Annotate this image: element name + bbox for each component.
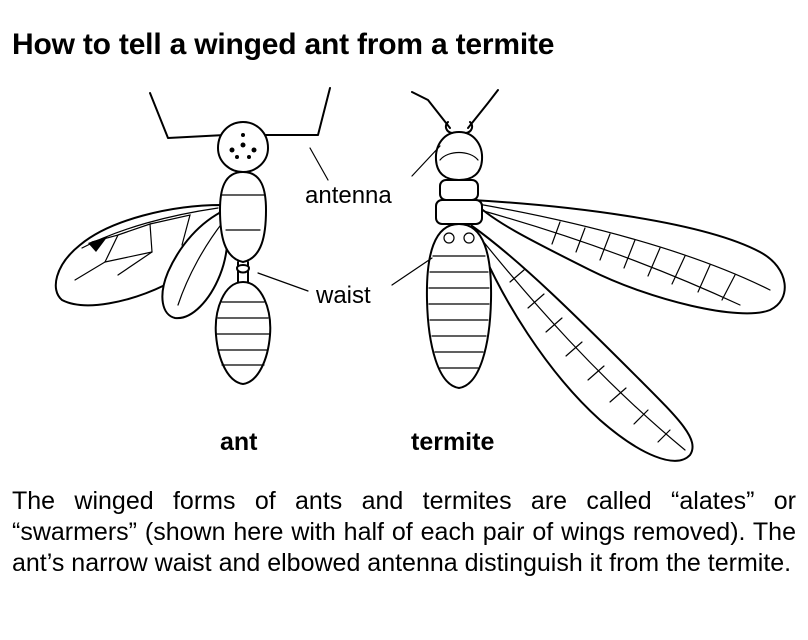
termite-left-antenna xyxy=(412,92,450,128)
antenna-leader-ant xyxy=(310,148,328,180)
ant-right-antenna xyxy=(262,88,330,135)
antenna-label: antenna xyxy=(305,182,392,209)
ant-thorax xyxy=(220,172,266,262)
termite-head xyxy=(436,132,482,180)
figure-caption: The winged forms of ants and termites ar… xyxy=(12,486,796,579)
termite-thorax-1 xyxy=(440,180,478,200)
ant-drawing xyxy=(56,88,330,384)
termite-right-antenna xyxy=(468,90,498,128)
waist-label: waist xyxy=(315,282,371,309)
ant-label: ant xyxy=(220,428,258,456)
termite-drawing xyxy=(412,90,785,461)
waist-leader-termite xyxy=(392,258,432,285)
termite-label: termite xyxy=(411,428,494,456)
termite-abdomen xyxy=(427,224,491,388)
termite-thorax-2 xyxy=(436,200,482,224)
ant-abdomen xyxy=(216,282,271,384)
waist-leader-ant xyxy=(258,273,308,291)
ant-termite-illustration: antenna waist ant termite xyxy=(0,0,808,480)
ant-left-antenna xyxy=(150,93,225,138)
